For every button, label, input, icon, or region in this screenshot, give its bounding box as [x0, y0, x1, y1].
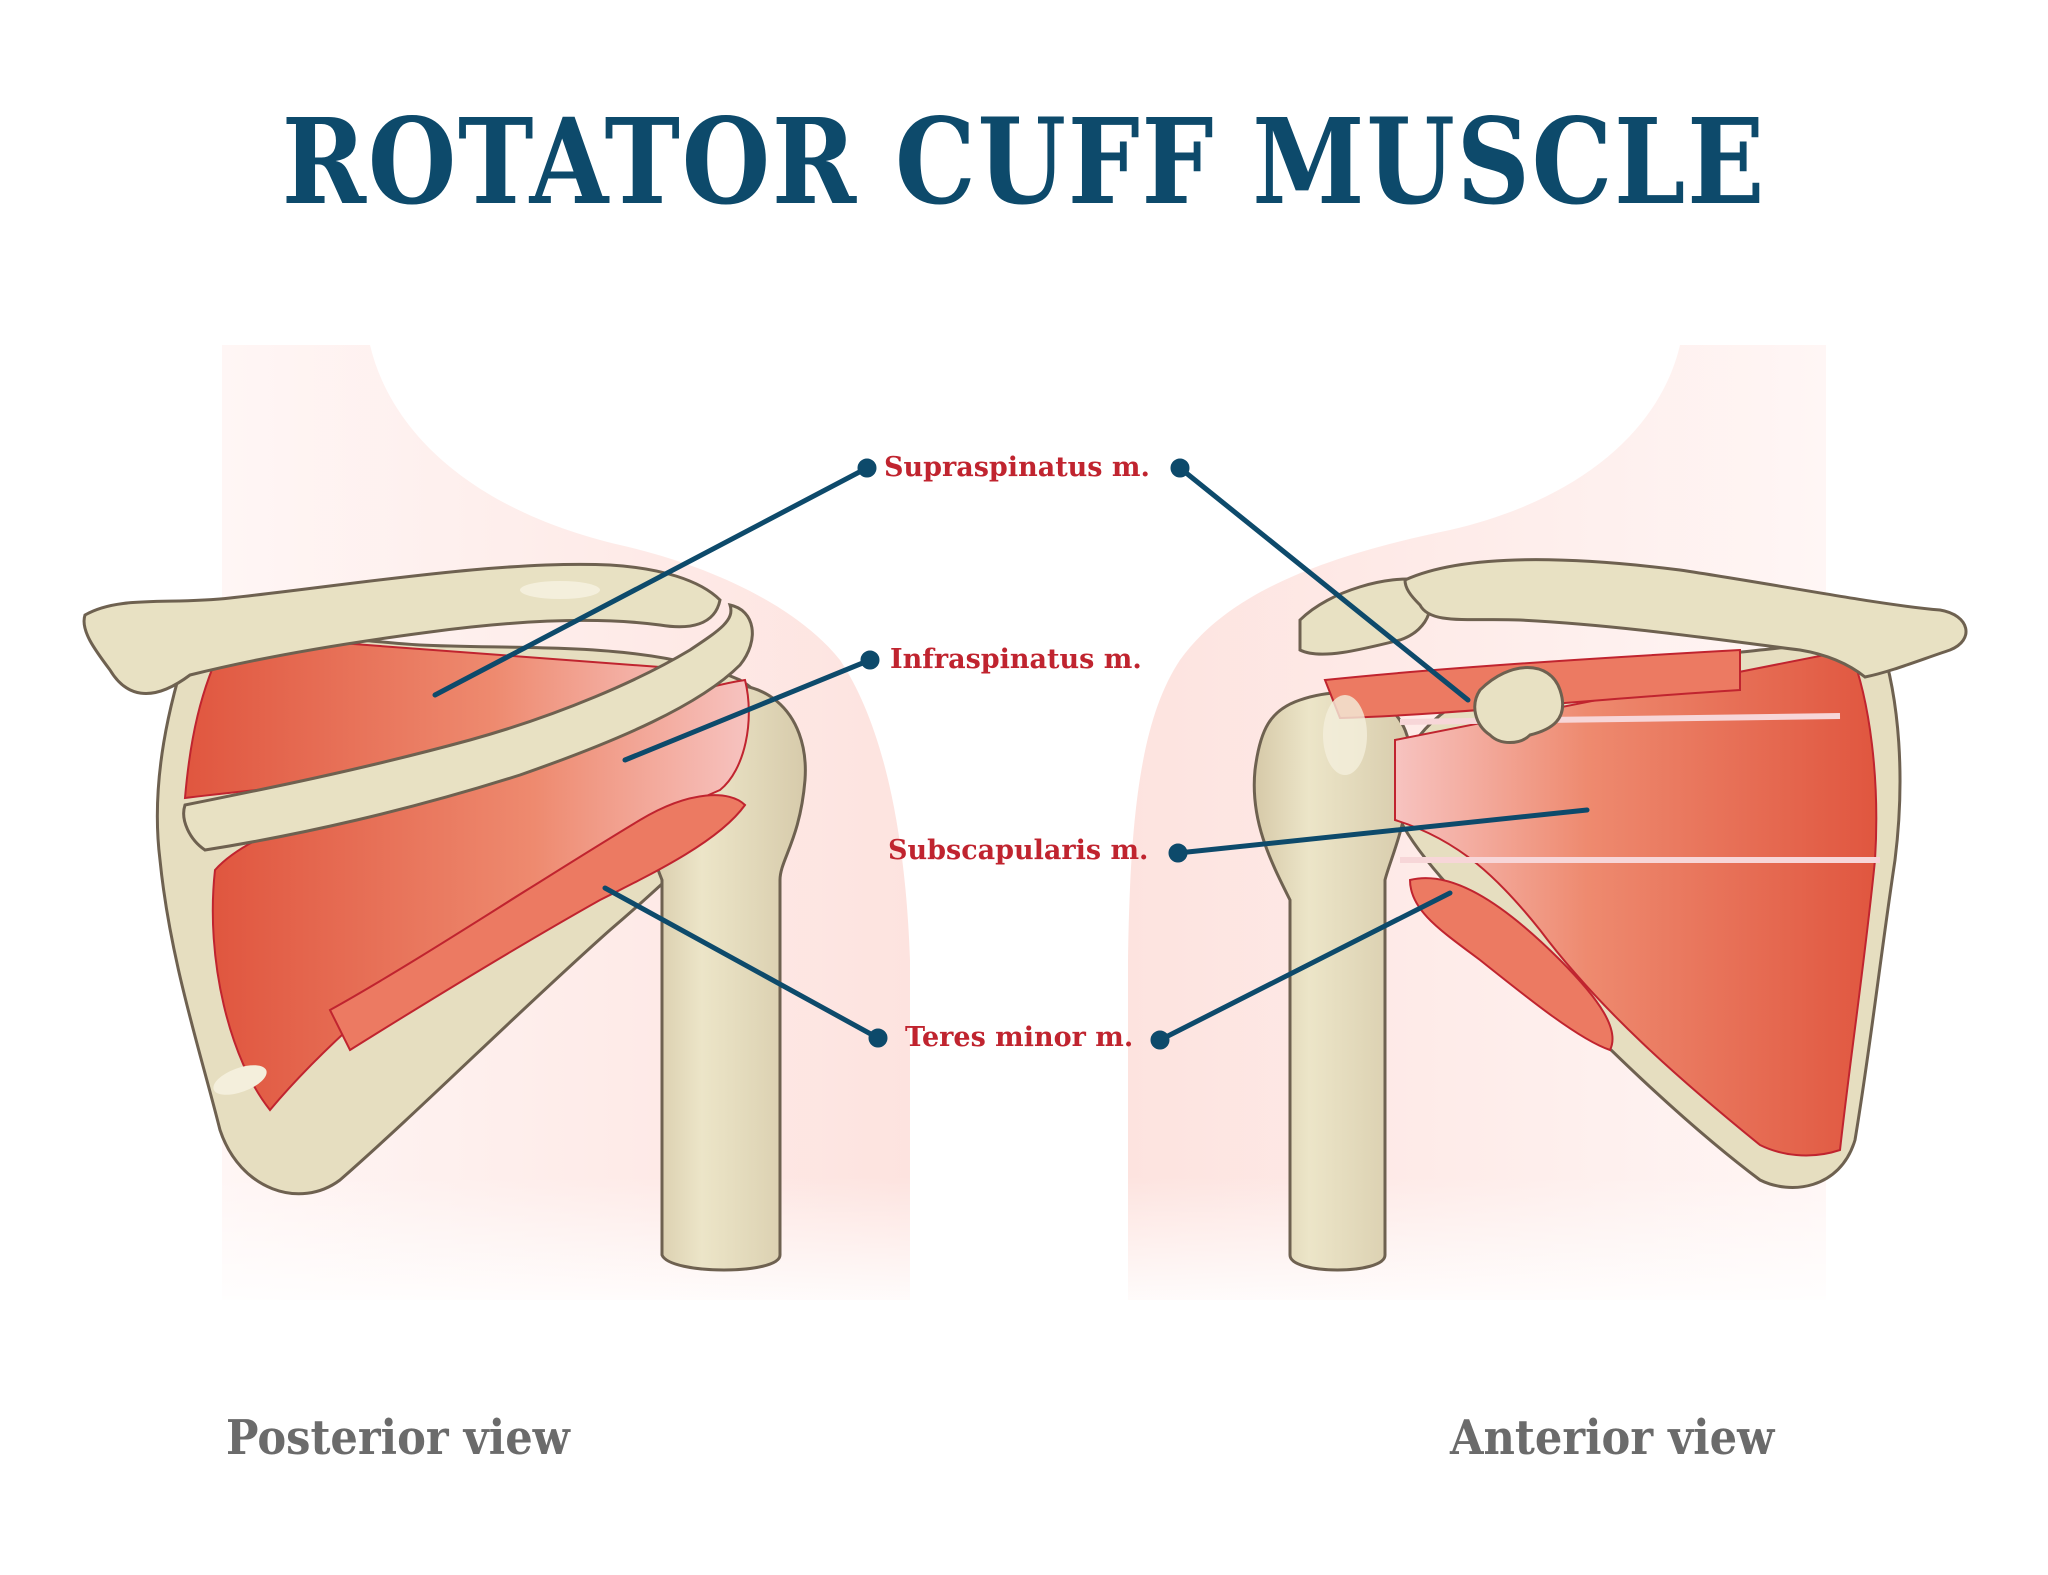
- scapular-spine-left: [182, 603, 754, 852]
- leader-dot-teres-minor-left: [868, 1028, 888, 1048]
- label-subscapularis: Subscapularis m.: [888, 835, 1149, 866]
- caption-posterior-view: Posterior view: [226, 1410, 570, 1466]
- label-infraspinatus: Infraspinatus m.: [890, 644, 1142, 675]
- teres-minor-muscle-left: [328, 794, 747, 1052]
- diagram-title: ROTATOR CUFF MUSCLE: [281, 92, 1767, 231]
- caption-anterior-view: Anterior view: [1450, 1410, 1775, 1466]
- leader-dot-teres-minor-right: [1150, 1030, 1170, 1050]
- label-teres-minor: Teres minor m.: [905, 1022, 1134, 1053]
- clavicle-right: [1403, 558, 1968, 679]
- leader-supraspinatus-left: [432, 465, 870, 698]
- teres-minor-muscle-right: [1408, 877, 1614, 1052]
- leader-dot-subscapularis-right: [1168, 843, 1188, 863]
- leader-teres-minor-right: [1157, 890, 1453, 1043]
- label-supraspinatus: Supraspinatus m.: [884, 452, 1150, 483]
- leader-dot-supraspinatus-left: [857, 458, 877, 478]
- leader-subscapularis-right: [1175, 807, 1590, 856]
- leader-infraspinatus-left: [622, 657, 873, 763]
- leader-dot-supraspinatus-right: [1170, 458, 1190, 478]
- leader-dot-infraspinatus-left: [860, 650, 880, 670]
- humerus-right: [1252, 691, 1413, 1272]
- anterior-view-illustration: [1252, 558, 1968, 1272]
- leader-supraspinatus-right: [1177, 465, 1471, 703]
- leader-teres-minor-left: [602, 885, 881, 1041]
- coracoid-process-right: [1473, 666, 1565, 744]
- posterior-view-illustration: [82, 562, 807, 1272]
- leader-lines: [432, 458, 1590, 1050]
